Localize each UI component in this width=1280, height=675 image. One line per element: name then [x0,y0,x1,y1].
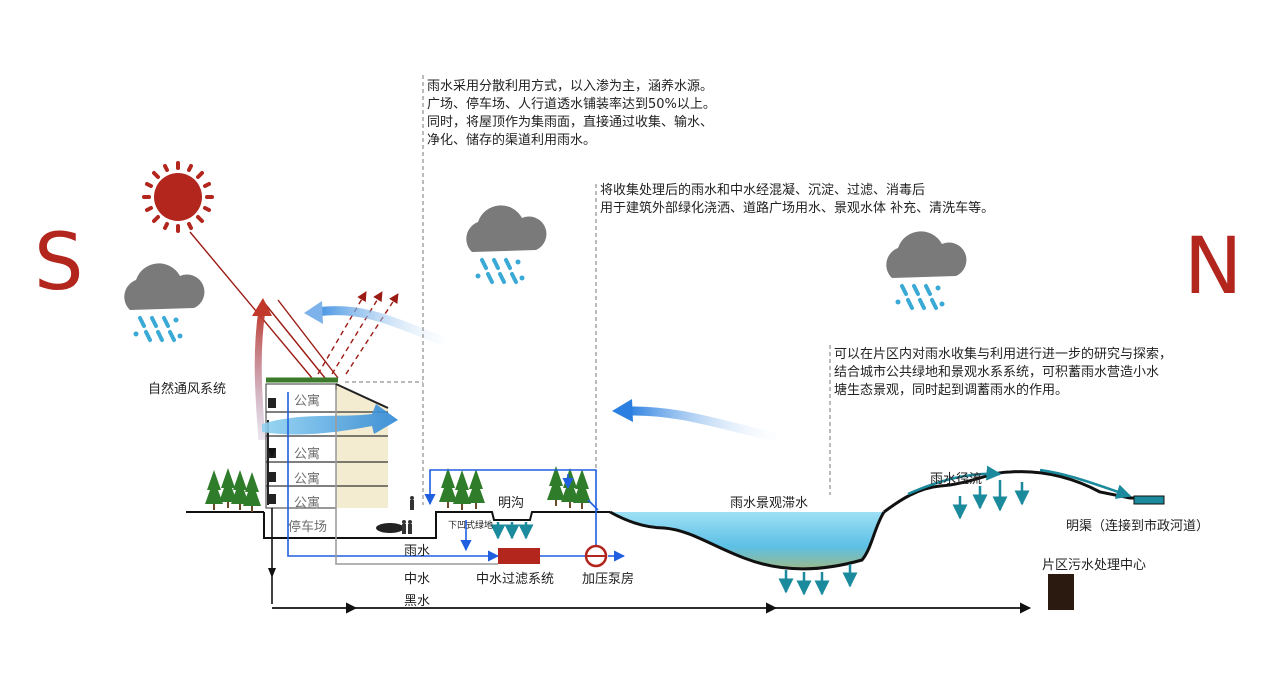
greywater-pipe [335,390,498,565]
filter-system-label: 中水过滤系统 [476,572,555,587]
runoff-label: 雨水径流 [930,472,983,487]
rainwater-pipes [287,392,626,562]
apartment-label-4: 公寓 [294,496,321,511]
rain-cloud-icon [884,229,969,310]
reuse-note: 将收集处理后的雨水和中水经混凝、沉淀、过滤、消毒后 用于建筑外部绿化浇洒、道路广… [600,183,995,216]
sun-icon [142,161,214,233]
apartment-label-3: 公寓 [294,472,321,487]
greywater-filter-box [498,548,540,564]
infiltration-arrows [490,480,1030,596]
parking-label: 停车场 [288,520,328,535]
ventilation-arrow [254,309,266,441]
pump-icon [584,544,608,568]
sewage-center-block [1048,574,1074,610]
blackwater-pipes [271,508,1032,614]
reflected-rays [317,291,399,375]
rainwater-label: 雨水 [404,544,431,559]
canal-label: 明渠（连接到市政河道） [1066,519,1210,534]
guide-lines [345,75,831,505]
rain-cloud-icon [464,203,549,284]
north-label: N [1184,222,1243,312]
blackwater-label: 黑水 [404,594,431,609]
apartment-label-1: 公寓 [294,394,321,409]
rain-cloud-icon [122,261,207,342]
people-icons [402,496,414,534]
apartment-label-2: 公寓 [294,447,321,462]
wind-arrow-middle [623,406,777,441]
retention-pond [610,512,884,570]
ventilation-label: 自然通风系统 [148,382,227,397]
greywater-label: 中水 [404,572,431,587]
research-note: 可以在片区内对雨水收集与利用进行进一步的研究与探索， 结合城市公共绿地和景观水系… [834,347,1173,398]
canal [1133,495,1165,505]
sun-rays [189,231,339,379]
tree-icon [204,465,592,513]
sewage-center-label: 片区污水处理中心 [1042,558,1147,573]
rain-use-note: 雨水采用分散利用方式，以入渗为主，涵养水源。 广场、停车场、人行道透水铺装率达到… [427,79,716,148]
pump-room-label: 加压泵房 [582,572,635,587]
south-label: S [34,218,84,308]
open-ditch-label: 明沟 [498,496,525,511]
wind-arrow-top [311,306,445,345]
sunken-green-label: 下凹式绿地 [448,521,494,531]
apartment-building [262,377,398,509]
retention-pond-label: 雨水景观滞水 [730,496,809,511]
car-icon [376,523,404,533]
